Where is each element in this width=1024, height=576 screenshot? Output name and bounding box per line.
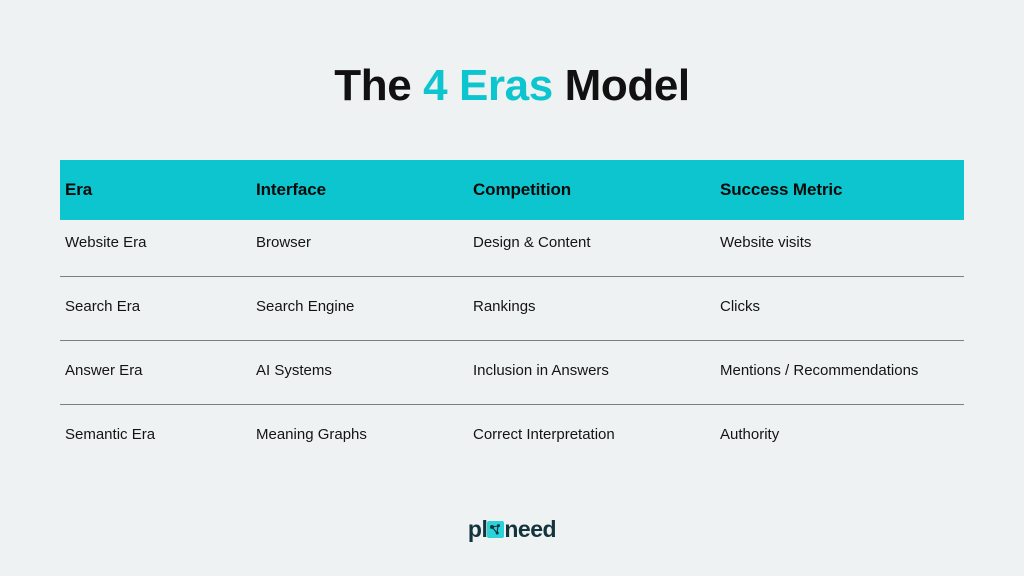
cell-success-metric: Website visits — [720, 234, 812, 251]
cell-interface: Meaning Graphs — [256, 426, 367, 443]
table-header-row: Era Interface Competition Success Metric — [60, 160, 964, 220]
table-row: Semantic Era Meaning Graphs Correct Inte… — [60, 404, 964, 468]
cell-success-metric: Mentions / Recommendations — [720, 362, 919, 379]
eras-table: Era Interface Competition Success Metric… — [60, 160, 964, 468]
logo-text-after: need — [504, 516, 557, 542]
column-header-competition: Competition — [473, 180, 572, 199]
cell-interface: Search Engine — [256, 298, 355, 315]
cell-era: Search Era — [65, 298, 141, 315]
cell-success-metric: Authority — [720, 426, 780, 443]
table-row: Search Era Search Engine Rankings Clicks — [60, 276, 964, 340]
cell-era: Answer Era — [65, 362, 143, 379]
cell-interface: AI Systems — [256, 362, 332, 379]
cell-competition: Rankings — [473, 298, 536, 315]
logo-wordmark: pl need — [467, 516, 557, 542]
table-row: Answer Era AI Systems Inclusion in Answe… — [60, 340, 964, 404]
title-prefix: The — [334, 61, 424, 110]
column-header-success-metric: Success Metric — [720, 180, 843, 199]
cell-competition: Inclusion in Answers — [473, 362, 609, 379]
cell-era: Website Era — [65, 234, 147, 251]
cell-interface: Browser — [256, 234, 312, 251]
column-header-interface: Interface — [256, 180, 326, 199]
title-suffix: Model — [552, 61, 691, 110]
footer-logo: pl need — [0, 518, 1024, 542]
column-header-era: Era — [65, 180, 93, 199]
cell-competition: Correct Interpretation — [473, 426, 615, 443]
page-title: The 4 Eras Model — [0, 61, 1024, 110]
cell-success-metric: Clicks — [720, 298, 760, 315]
table-row: Website Era Browser Design & Content Web… — [60, 220, 964, 276]
cell-era: Semantic Era — [65, 426, 156, 443]
logo-text-before: pl — [467, 516, 488, 542]
title-accent: 4 Eras — [423, 61, 553, 110]
node-graph-icon — [487, 521, 505, 538]
cell-competition: Design & Content — [473, 234, 591, 251]
